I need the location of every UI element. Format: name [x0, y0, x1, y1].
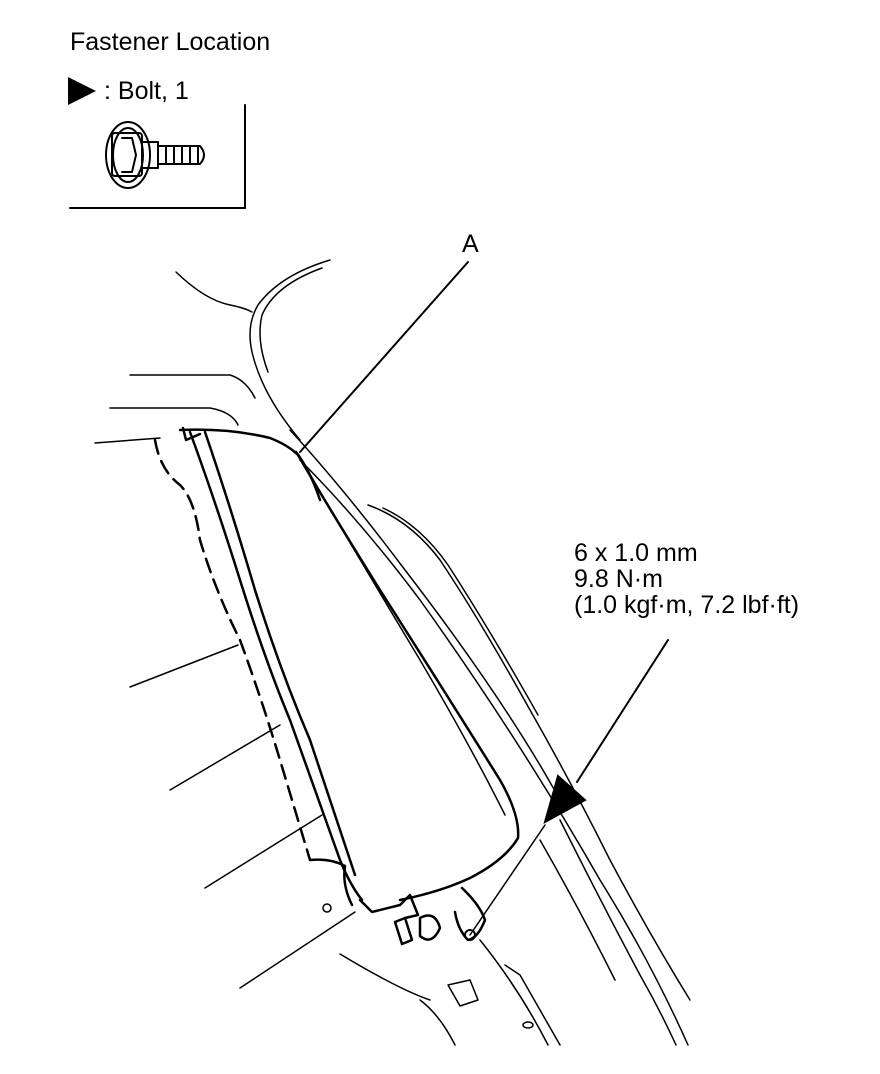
- pillar-trim-panel-a: [178, 426, 520, 946]
- legend-title: Fastener Location: [70, 28, 271, 56]
- leader-line-bolt-extension: [469, 824, 546, 936]
- panel-lower-edge: [308, 858, 354, 907]
- bolt-size: 6 x 1.0 mm: [574, 539, 698, 567]
- leader-line-a: [299, 261, 469, 453]
- bolt-torque-nm: 9.8 N·m: [574, 565, 663, 593]
- bolt-location-triangle-icon: [543, 774, 587, 825]
- bolt-torque-alt: (1.0 kgf·m, 7.2 lbf·ft): [574, 591, 800, 619]
- hidden-edge-dashed: [153, 438, 312, 862]
- legend-frame: [69, 104, 246, 209]
- bolt-point-icon: [464, 929, 476, 941]
- flange-bolt-icon: [105, 121, 205, 189]
- legend-bolt-label: : Bolt, 1: [104, 76, 189, 105]
- callout-label-a: A: [462, 230, 479, 258]
- triangle-arrow-icon: [68, 77, 96, 105]
- body-structure: [94, 259, 691, 1046]
- legend-bolt-row: : Bolt, 1: [68, 76, 189, 106]
- bolt-spec-callout: 6 x 1.0 mm 9.8 N·m (1.0 kgf·m, 7.2 lbf·f…: [574, 540, 799, 618]
- leader-line-bolt: [576, 639, 669, 783]
